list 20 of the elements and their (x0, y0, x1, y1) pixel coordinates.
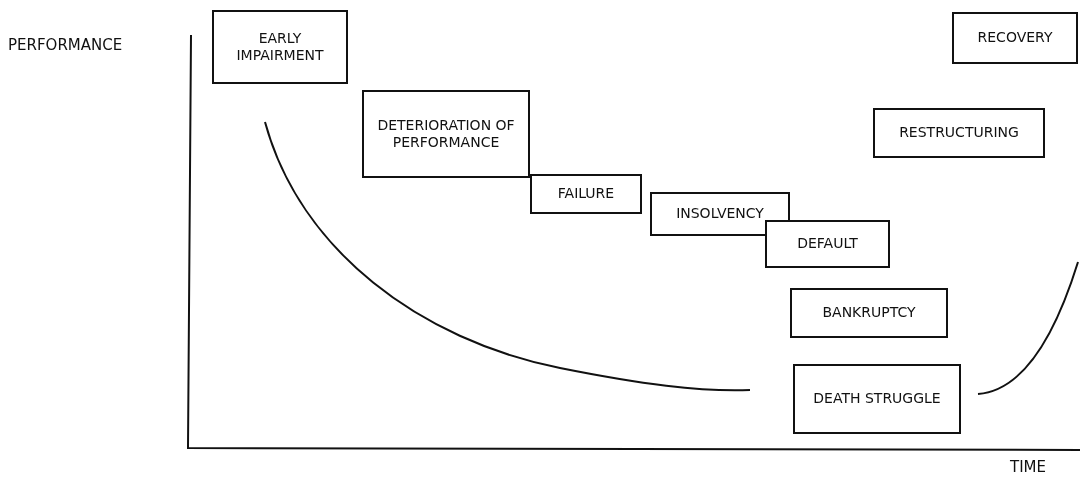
stage-box (873, 108, 1045, 158)
stage-label: DETERIORATION OF PERFORMANCE (376, 116, 516, 152)
stage-label: DEFAULT (797, 235, 858, 253)
stage-label: BANKRUPTCY (822, 304, 916, 322)
stage-box (530, 174, 642, 214)
stage-box (793, 364, 961, 434)
stage-box (790, 288, 948, 338)
stage-box (362, 90, 530, 178)
stage-box (765, 220, 890, 268)
stage-box (650, 192, 790, 236)
stage-label: RESTRUCTURING (899, 124, 1019, 142)
stage-box (952, 12, 1078, 64)
stage-label: DEATH STRUGGLE (813, 390, 941, 408)
stage-label: FAILURE (557, 185, 615, 203)
stage-label: RECOVERY (977, 29, 1053, 47)
stage-box (212, 10, 348, 84)
stage-label: INSOLVENCY (676, 205, 764, 223)
stage-label: EARLY IMPAIRMENT (235, 29, 325, 65)
axis-title: TIME (1010, 458, 1046, 476)
axis-title: PERFORMANCE (8, 36, 123, 54)
